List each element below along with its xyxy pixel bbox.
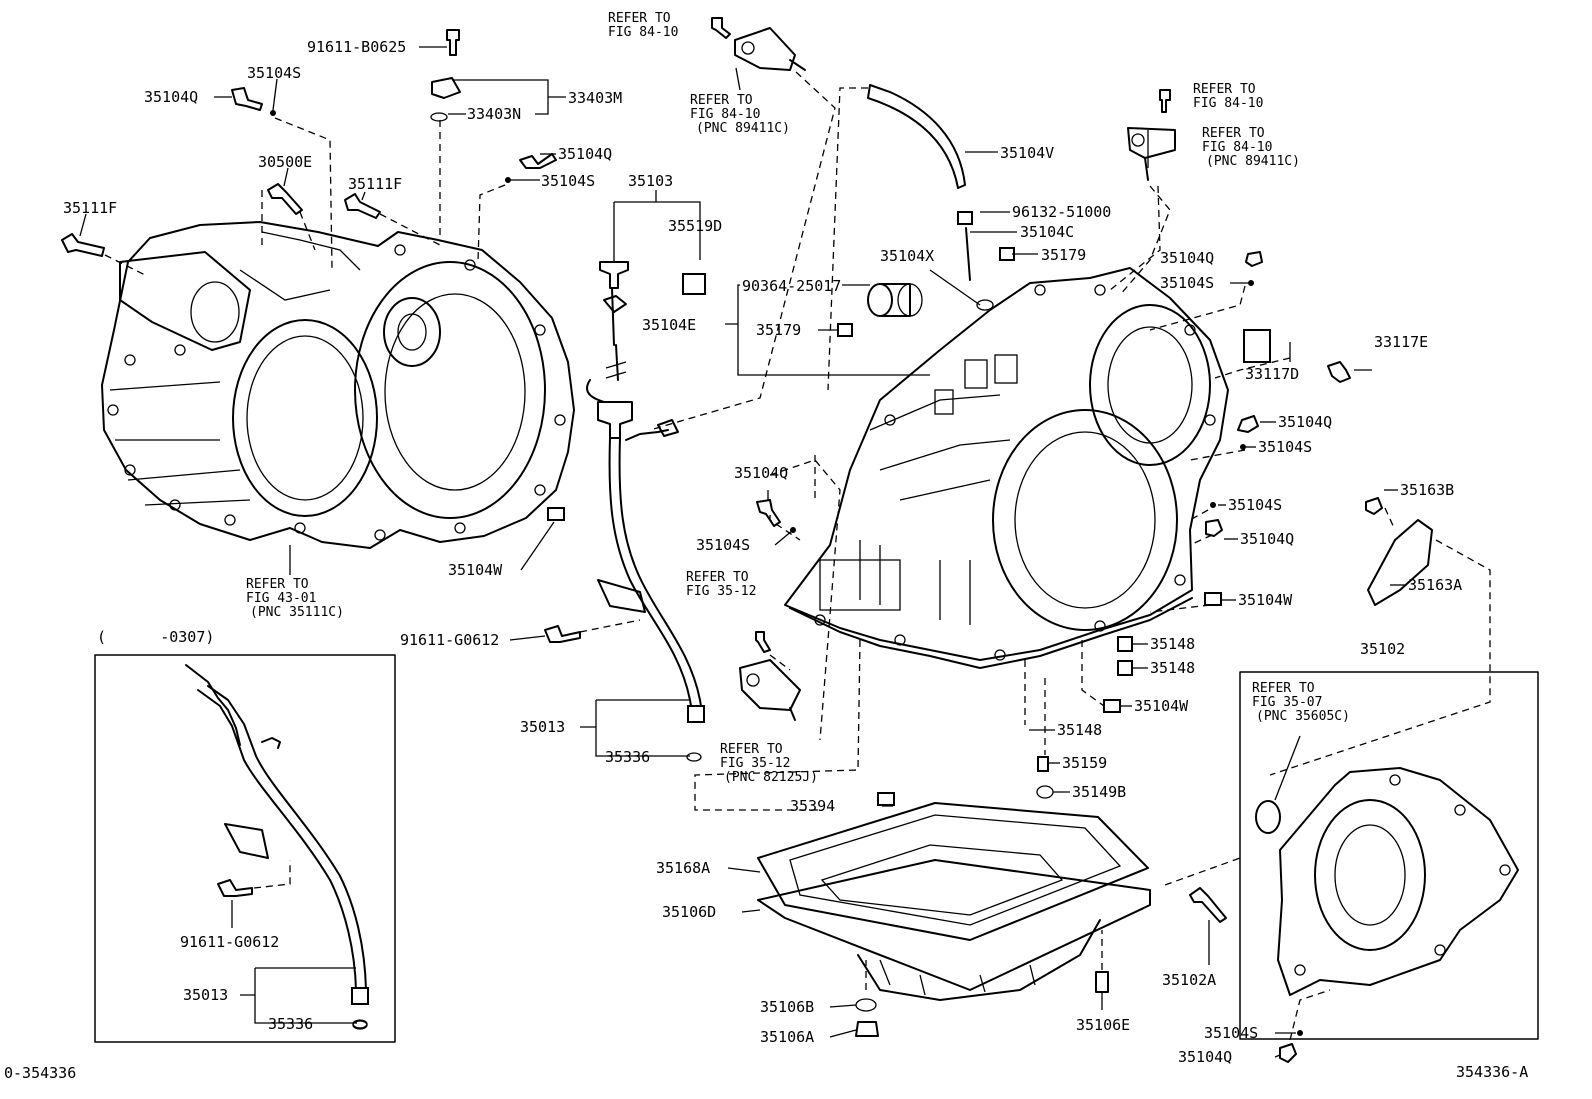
label-35149b: 35149B [1072,783,1126,801]
label-35102a: 35102A [1162,971,1216,989]
label-35104q: 35104Q [1240,530,1294,548]
label-35148: 35148 [1057,721,1102,739]
label-35104q: 35104Q [1160,249,1214,267]
label-35104q: 35104Q [558,145,612,163]
label-35163a: 35163A [1408,576,1462,594]
label-35103: 35103 [628,172,673,190]
label-35104q: 35104Q [1178,1048,1232,1066]
label-33403m: 33403M [568,89,622,107]
inset-range-label: ( -0307) [97,628,214,646]
label-35104w: 35104W [448,561,503,579]
label-35104s: 35104S [1160,274,1214,292]
inset-box [94,654,396,1043]
label-35111f: 35111F [63,199,117,217]
figure-id-right: 354336-A [1456,1063,1528,1081]
label-35013: 35013 [183,986,228,1004]
label-30500e: 30500E [258,153,312,171]
label-35106b: 35106B [760,998,814,1016]
oil-pan-drawing [757,802,1151,1001]
label-35104s: 35104S [1258,438,1312,456]
label-35336: 35336 [268,1015,313,1033]
label-35013: 35013 [520,718,565,736]
part-labels: 91611-B0625 35104S 35104Q 33403M 33403N … [63,38,1462,1066]
label-33403n: 33403N [467,105,521,123]
extension-housing-drawing [1255,767,1519,996]
label-35104w: 35104W [1238,591,1293,609]
fasteners-drawing [61,17,1383,1063]
label-35104w: 35104W [1134,697,1189,715]
label-35104e: 35104E [642,316,696,334]
label-35104q: 35104Q [1278,413,1332,431]
extension-housing-box [1239,671,1539,1040]
speed-sensor-drawing-right [1127,127,1176,181]
label-35163b: 35163B [1400,481,1454,499]
transaxle-case-drawing [784,267,1229,669]
label-96132-51000: 96132-51000 [1012,203,1111,221]
label-35104s: 35104S [1228,496,1282,514]
inset-dipstick-drawing [185,664,369,1029]
label-35106e: 35106E [1076,1016,1130,1034]
dipstick-drawing [586,261,705,723]
leader-lines [79,46,1406,1058]
dashed-relation-lines [104,71,1491,1041]
label-35111f: 35111F [348,175,402,193]
label-35104q: 35104Q [734,464,788,482]
label-35168a: 35168A [656,859,710,877]
speed-sensor-drawing-top [734,27,806,71]
label-35519d: 35519D [668,217,722,235]
label-91611-b0625: 91611-B0625 [307,38,406,56]
label-35179: 35179 [1041,246,1086,264]
label-33117e: 33117E [1374,333,1428,351]
label-35104v: 35104V [1000,144,1054,162]
label-35104s: 35104S [1204,1024,1258,1042]
figure-id-left: 0-354336 [4,1064,76,1082]
label-35104s: 35104S [696,536,750,554]
label-91611-g0612: 91611-G0612 [400,631,499,649]
bracket-35163a-drawing [1367,519,1433,606]
label-35106a: 35106A [760,1028,814,1046]
label-35394: 35394 [790,797,835,815]
breather-tube-drawing [867,84,973,281]
label-35148: 35148 [1150,635,1195,653]
label-35104x: 35104X [880,247,934,265]
label-35104s: 35104S [247,64,301,82]
speed-sensor-drawing-lower [739,659,801,721]
label-35106d: 35106D [662,903,716,921]
label-35159: 35159 [1062,754,1107,772]
label-33117d: 33117D [1245,365,1299,383]
transaxle-housing-drawing [101,221,575,549]
bearing-drawing [867,283,923,317]
label-35179: 35179 [756,321,801,339]
label-90364-25017: 90364-25017 [742,277,841,295]
label-35336: 35336 [605,748,650,766]
label-35104q: 35104Q [144,88,198,106]
label-35148: 35148 [1150,659,1195,677]
label-35104c: 35104C [1020,223,1074,241]
label-91611-g0612: 91611-G0612 [180,933,279,951]
label-35104s: 35104S [541,172,595,190]
label-35102: 35102 [1360,640,1405,658]
